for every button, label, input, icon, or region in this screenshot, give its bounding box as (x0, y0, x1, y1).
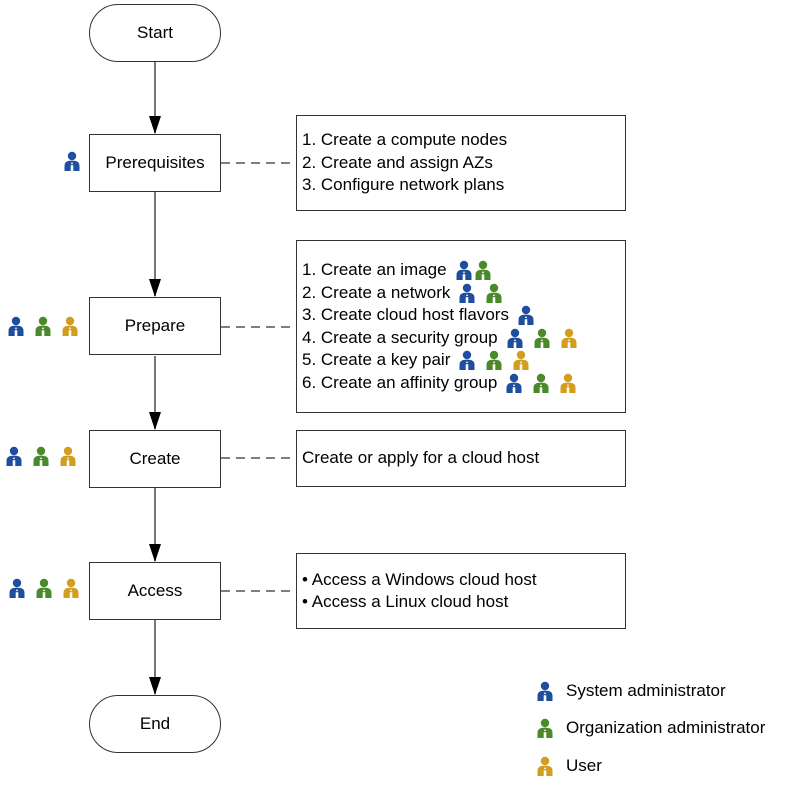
end-terminal: End (89, 695, 221, 753)
roles-prerequisites (63, 151, 81, 171)
person-icon (536, 681, 554, 701)
note-line: 3. Create cloud host flavors (302, 304, 625, 327)
legend-label: System administrator (566, 680, 726, 700)
person-icon (536, 756, 554, 776)
person-icon (512, 350, 530, 371)
legend-label: Organization administrator (566, 718, 766, 738)
note-text: 1. Create a compute nodes (302, 130, 508, 150)
note-line: 3. Configure network plans (302, 174, 625, 197)
person-icon (533, 328, 551, 348)
note-text: 2. Create and assign AZs (302, 152, 493, 172)
person-icon (7, 316, 25, 336)
note-line: • Access a Linux cloud host (302, 591, 625, 614)
note-text: 3. Create cloud host flavors (302, 305, 509, 324)
step-access: Access (89, 562, 221, 620)
note-text: 4. Create a security group (302, 327, 498, 347)
person-icon (532, 373, 550, 393)
person-icon (455, 260, 473, 281)
legend-label: User (566, 755, 602, 775)
note-line: • Access a Windows cloud host (302, 569, 625, 592)
step-label: Prerequisites (105, 153, 205, 172)
person-icon (505, 373, 523, 393)
note-create: Create or apply for a cloud host (296, 430, 626, 487)
person-icon (5, 446, 23, 466)
person-icon (485, 350, 503, 371)
person-icon (458, 350, 476, 371)
step-label: Create (129, 449, 181, 468)
step-prerequisites: Prerequisites (89, 134, 221, 192)
person-icon (8, 578, 26, 598)
person-icon (506, 328, 524, 348)
roles-prepare (7, 316, 79, 336)
person-icon (59, 446, 77, 466)
person-icon (517, 305, 535, 326)
note-text: Create or apply for a cloud host (302, 448, 540, 468)
legend: System administrator Organization admini… (536, 672, 765, 785)
step-label: Prepare (124, 316, 186, 335)
note-line: 1. Create a compute nodes (302, 129, 625, 152)
legend-item-org-admin: Organization administrator (536, 710, 765, 748)
legend-item-user: User (536, 747, 765, 785)
person-icon (536, 718, 554, 739)
roles-access (8, 578, 80, 598)
note-text: 1. Create an image (302, 260, 447, 279)
person-icon (485, 283, 503, 303)
person-icon (32, 446, 50, 466)
person-icon (61, 316, 79, 336)
person-icon (35, 578, 53, 598)
note-text: • Access a Windows cloud host (302, 569, 537, 589)
step-prepare: Prepare (89, 297, 221, 355)
note-prepare: 1. Create an image 2. Create a network 3. … (296, 240, 626, 413)
note-line: 6. Create an affinity group (302, 372, 625, 395)
note-text: 2. Create a network (302, 282, 451, 302)
note-line: 5. Create a key pair (302, 349, 625, 372)
note-line: 2. Create and assign AZs (302, 152, 625, 175)
note-text: • Access a Linux cloud host (302, 592, 509, 611)
person-icon (34, 316, 52, 336)
person-icon (560, 328, 578, 348)
note-text: 6. Create an affinity group (302, 372, 498, 392)
note-text: 3. Configure network plans (302, 175, 505, 195)
person-icon (559, 373, 577, 393)
person-icon (458, 283, 476, 303)
step-label: Access (127, 581, 183, 600)
person-icon (63, 151, 81, 171)
note-line: Create or apply for a cloud host (302, 447, 625, 470)
note-line: 4. Create a security group (302, 327, 625, 350)
note-text: 5. Create a key pair (302, 350, 451, 369)
roles-create (5, 446, 77, 466)
note-access: • Access a Windows cloud host • Access a … (296, 553, 626, 629)
start-terminal: Start (89, 4, 221, 62)
legend-item-system-admin: System administrator (536, 672, 765, 710)
step-create: Create (89, 430, 221, 488)
person-icon (62, 578, 80, 598)
note-line: 2. Create a network (302, 282, 625, 305)
start-label: Start (137, 23, 173, 42)
note-line: 1. Create an image (302, 259, 625, 282)
person-icon (474, 260, 492, 281)
end-label: End (139, 714, 171, 733)
